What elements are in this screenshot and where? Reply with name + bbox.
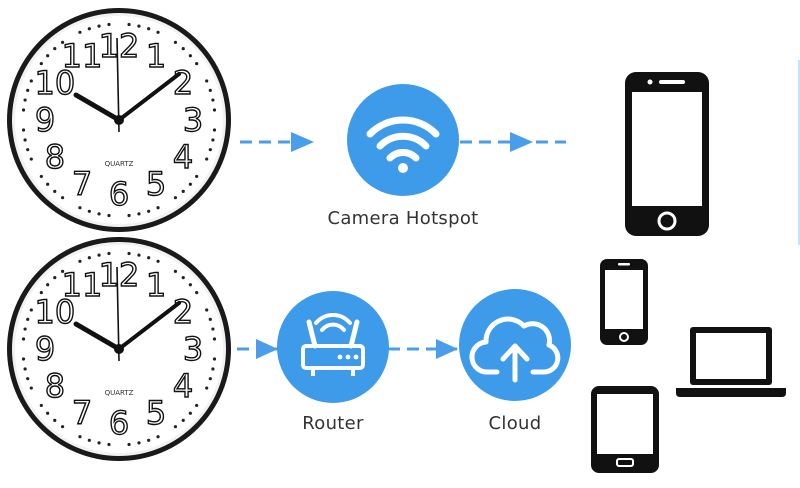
top-connector-left xyxy=(240,132,315,152)
clock-numeral: 11 xyxy=(62,37,103,75)
clock-numeral: 11 xyxy=(62,266,103,304)
top-connector-right xyxy=(460,132,566,152)
clock-numeral: 9 xyxy=(35,101,55,139)
label-camera-hotspot: Camera Hotspot xyxy=(327,208,479,229)
laptop-icon xyxy=(676,327,786,397)
clock-numeral: 10 xyxy=(35,64,76,102)
clock-hour-hand xyxy=(73,321,122,352)
clock-numeral: 9 xyxy=(35,330,55,368)
clock-numeral: 8 xyxy=(45,367,65,405)
router-icon xyxy=(277,291,389,403)
clock-brand: QUARTZ xyxy=(105,389,134,397)
smartphone-icon-small xyxy=(600,259,648,345)
bottom-connector-left xyxy=(237,339,278,359)
clock-numeral: 2 xyxy=(173,293,193,331)
clock-numeral: 10 xyxy=(35,293,76,331)
clock-numeral: 8 xyxy=(45,138,65,176)
clock-numeral: 4 xyxy=(173,138,193,176)
clock-numeral: 1 xyxy=(146,37,166,75)
clock-numeral: 12 xyxy=(99,27,140,65)
clock-numeral: 1 xyxy=(146,266,166,304)
clock-numeral: 3 xyxy=(183,330,203,368)
label-router: Router xyxy=(302,413,364,434)
tablet-icon xyxy=(591,386,659,473)
clock-brand: QUARTZ xyxy=(105,160,134,168)
clock-minute-hand xyxy=(117,301,181,351)
cloud-upload-icon xyxy=(459,289,571,401)
clock-numeral: 3 xyxy=(183,101,203,139)
clock-minute-hand xyxy=(117,72,181,122)
clock-numeral: 6 xyxy=(109,175,129,213)
clock-numeral: 5 xyxy=(146,165,166,203)
clock-numeral: 5 xyxy=(146,394,166,432)
label-cloud: Cloud xyxy=(488,413,542,434)
clock-numeral: 7 xyxy=(72,165,92,203)
smartphone-icon-large xyxy=(625,72,709,236)
clock-numeral: 6 xyxy=(109,404,129,442)
clock-numeral: 7 xyxy=(72,394,92,432)
clock-hour-hand xyxy=(73,92,122,123)
clock-numeral: 4 xyxy=(173,367,193,405)
clock-numeral: 2 xyxy=(173,64,193,102)
bottom-connector-middle xyxy=(388,339,458,359)
clock-numeral: 12 xyxy=(99,256,140,294)
wifi-icon xyxy=(347,84,459,196)
